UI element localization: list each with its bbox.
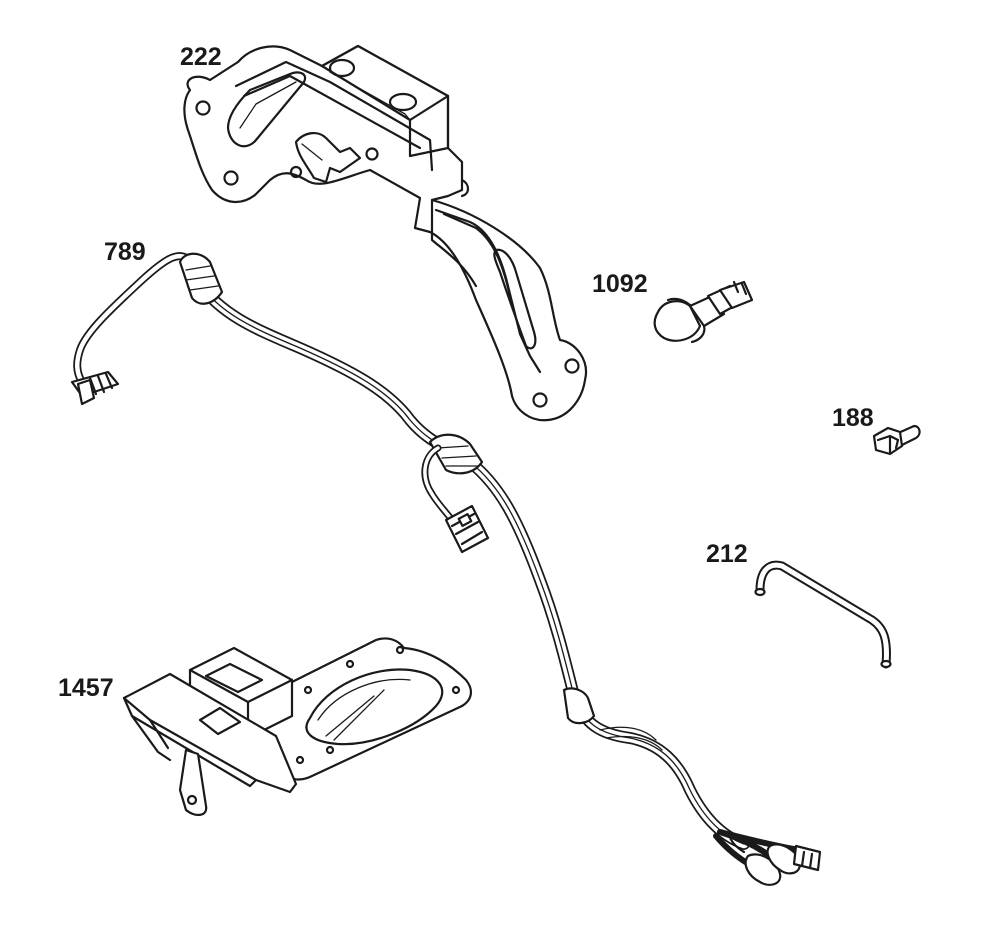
callout-1092: 1092 (592, 270, 648, 298)
callout-212: 212 (706, 540, 748, 568)
wire-harness-part (70, 252, 822, 886)
callout-1457: 1457 (58, 674, 114, 702)
callout-789: 789 (104, 238, 146, 266)
callout-222: 222 (180, 43, 222, 71)
switch-plate-part (122, 637, 472, 816)
wire-form-part (754, 560, 892, 669)
callout-188: 188 (832, 404, 874, 432)
clip-part (653, 280, 754, 344)
screw-part (872, 424, 921, 456)
bracket-part (183, 44, 588, 422)
